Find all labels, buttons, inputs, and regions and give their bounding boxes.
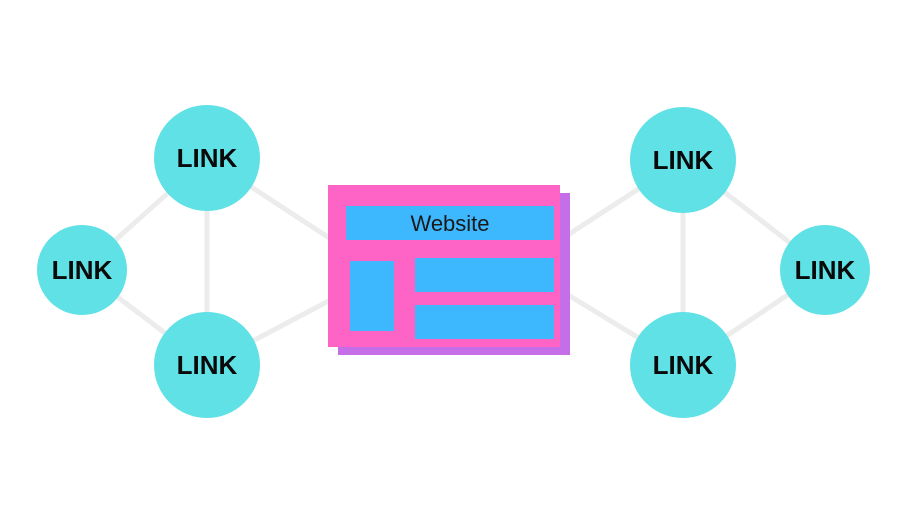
link-node-left-middle: LINK xyxy=(37,225,127,315)
node-circle xyxy=(154,312,260,418)
node-label: LINK xyxy=(795,255,856,285)
node-label: LINK xyxy=(52,255,113,285)
node-label: LINK xyxy=(177,143,238,173)
node-label: LINK xyxy=(653,145,714,175)
website-sidebar-block xyxy=(350,261,394,331)
website-mockup: Website xyxy=(328,185,570,355)
website-content-block-bottom xyxy=(415,305,554,339)
node-label: LINK xyxy=(653,350,714,380)
node-circle xyxy=(37,225,127,315)
node-label: LINK xyxy=(177,350,238,380)
link-node-right-middle: LINK xyxy=(780,225,870,315)
link-node-right-bottom: LINK xyxy=(630,312,736,418)
website-header-bar xyxy=(346,206,554,240)
link-node-left-top: LINK xyxy=(154,105,260,211)
node-circle xyxy=(154,105,260,211)
link-node-right-top: LINK xyxy=(630,107,736,213)
website-title: Website xyxy=(410,211,489,236)
website-content-block-top xyxy=(415,258,554,292)
node-circle xyxy=(780,225,870,315)
link-node-left-bottom: LINK xyxy=(154,312,260,418)
node-circle xyxy=(630,107,736,213)
node-circle xyxy=(630,312,736,418)
